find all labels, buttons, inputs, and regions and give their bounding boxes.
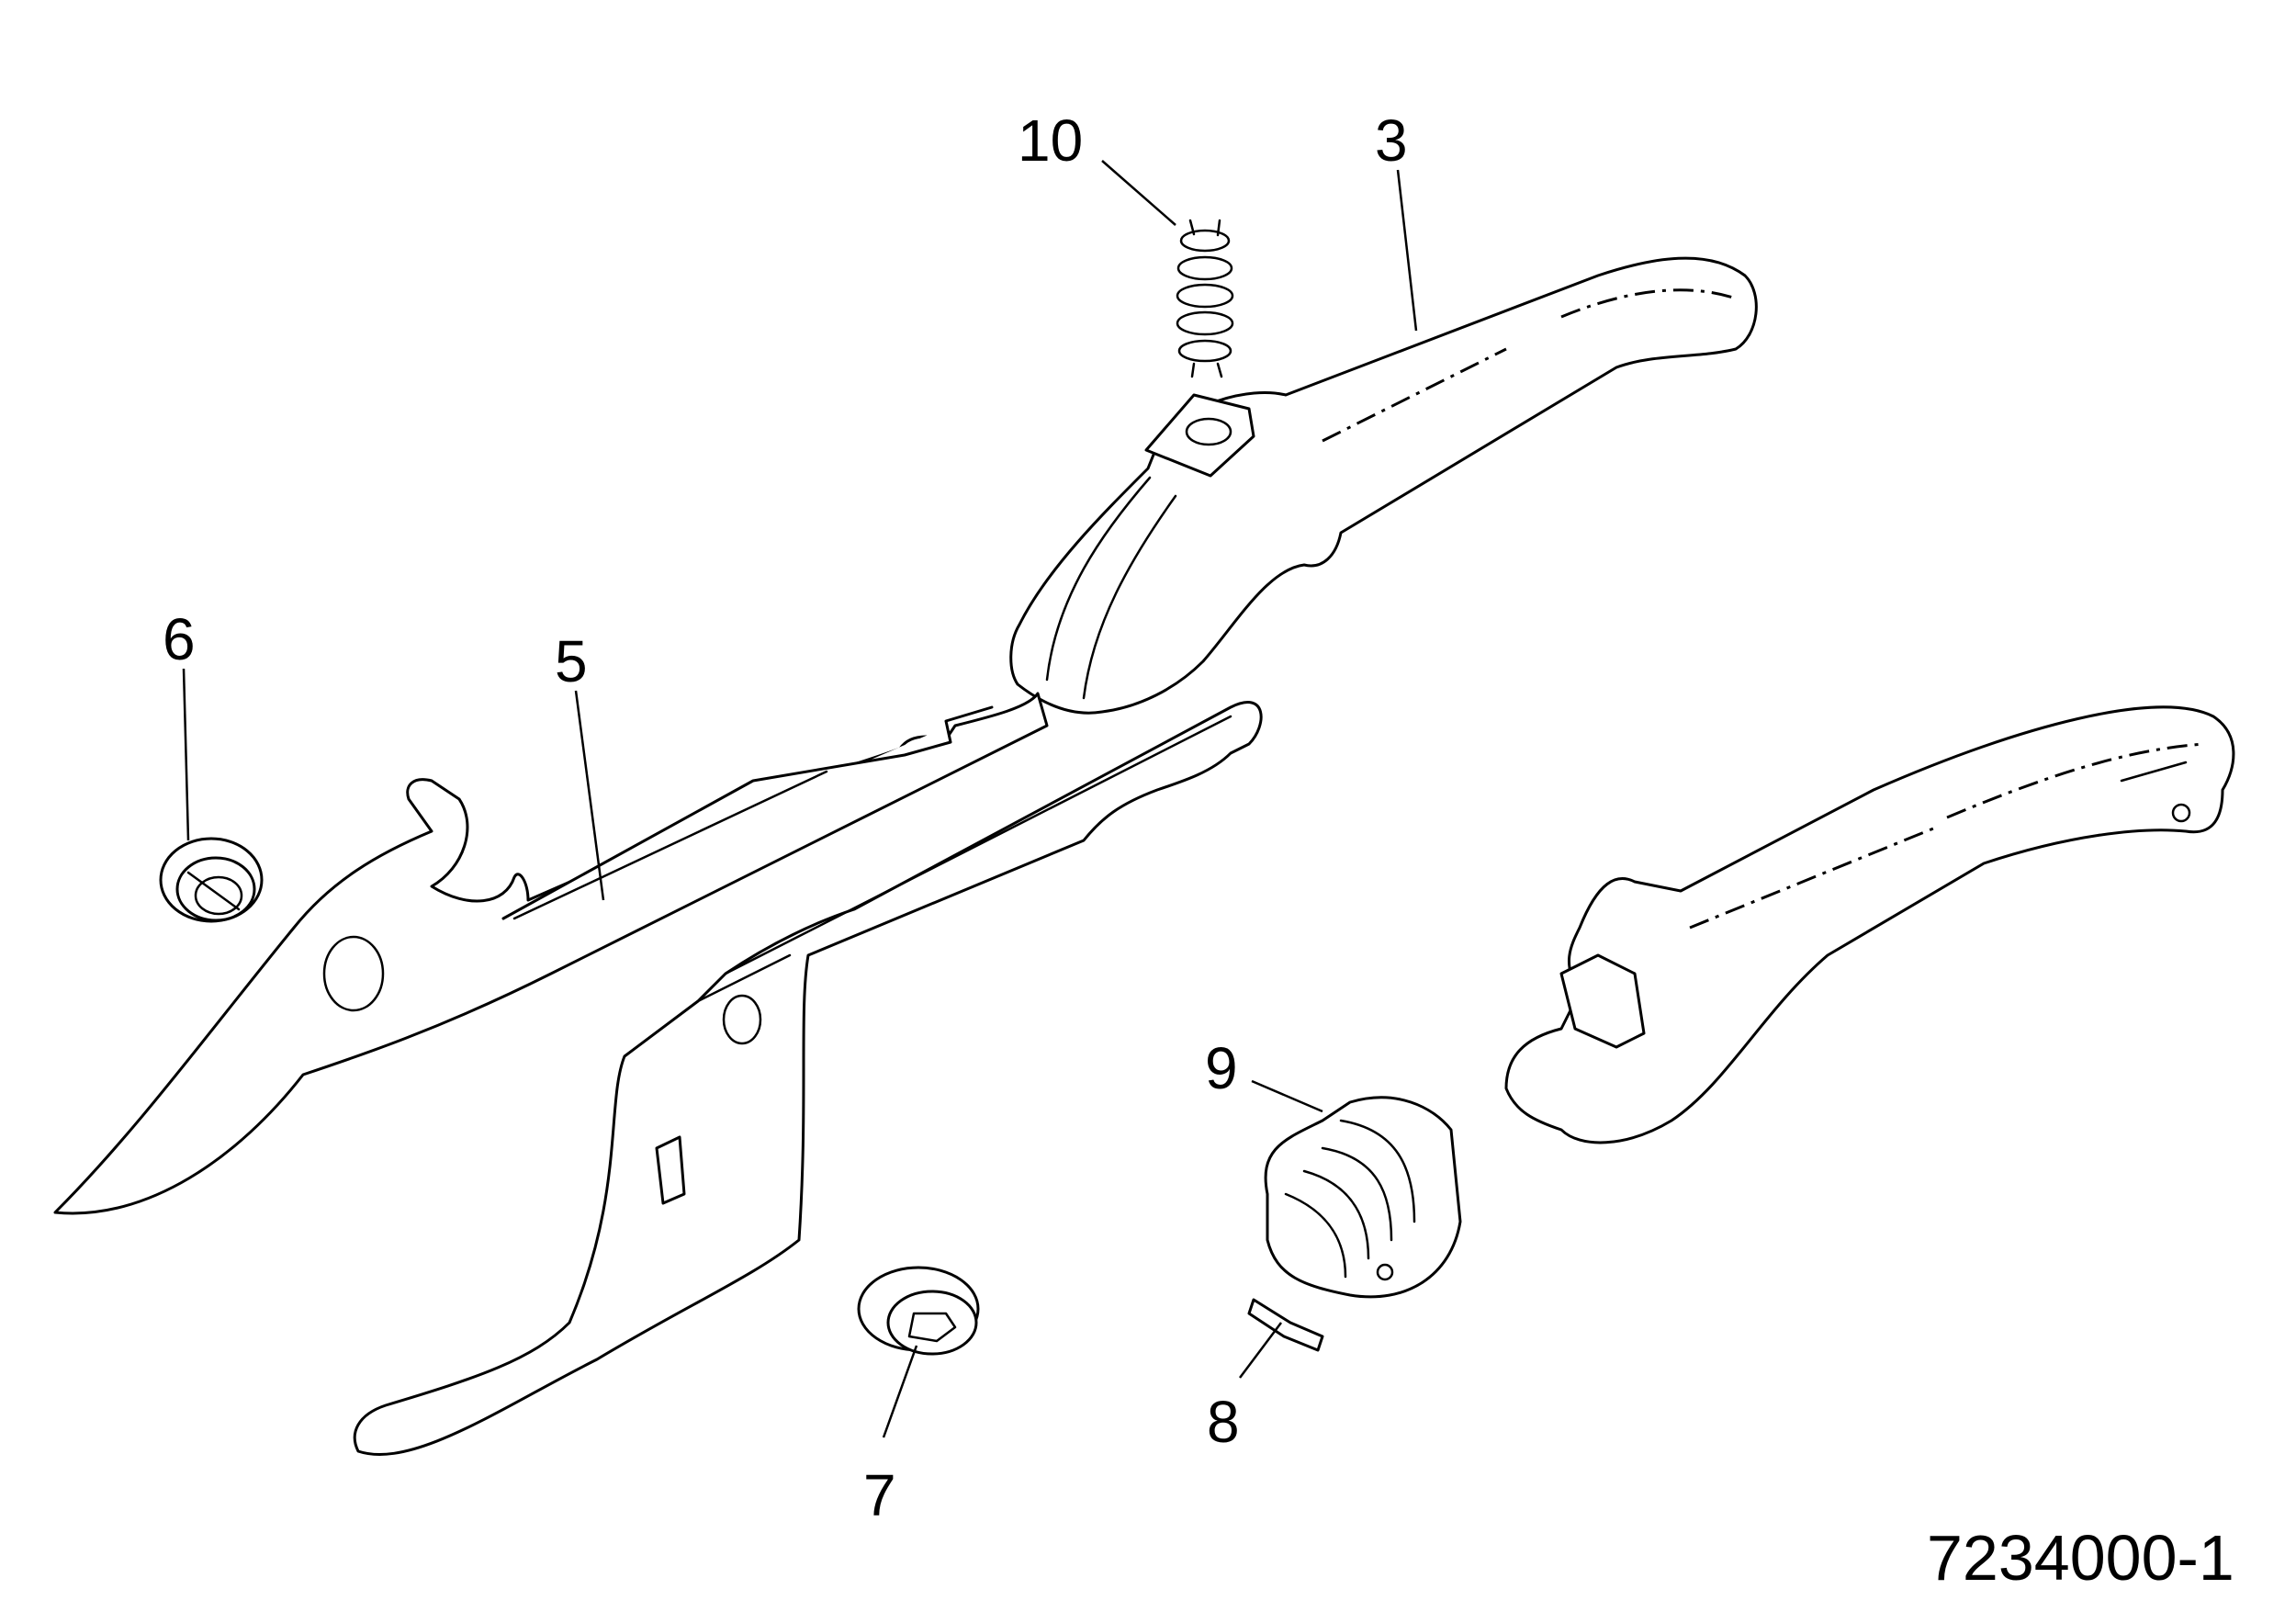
leader-9 [1251, 1079, 1323, 1113]
part-7-pivot-bolt [857, 1266, 980, 1356]
leader-6 [182, 668, 190, 841]
leader-5 [574, 690, 605, 901]
callout-6: 6 [163, 606, 196, 672]
part-3-upper-handle [1009, 256, 1758, 715]
part-10-spring [1176, 219, 1234, 378]
callout-8: 8 [1207, 1389, 1240, 1455]
part-5-upper-blade [53, 692, 1049, 1215]
leader-8 [1239, 1322, 1282, 1379]
part-lower-blade [353, 701, 1263, 1456]
callout-10: 10 [1018, 107, 1083, 174]
leader-10 [1101, 160, 1176, 226]
part-9-grip-cap [1264, 1096, 1462, 1299]
callout-9: 9 [1205, 1035, 1238, 1101]
callout-3: 3 [1375, 107, 1408, 174]
leader-7 [882, 1345, 918, 1438]
reference-code: 7234000-1 [1927, 1522, 2234, 1594]
callout-7: 7 [863, 1462, 896, 1528]
callout-5: 5 [555, 628, 588, 694]
part-6-bushing [159, 837, 264, 923]
leader-3 [1396, 169, 1418, 332]
part-8-pin [1247, 1298, 1324, 1352]
part-lower-handle [1504, 705, 2235, 1144]
